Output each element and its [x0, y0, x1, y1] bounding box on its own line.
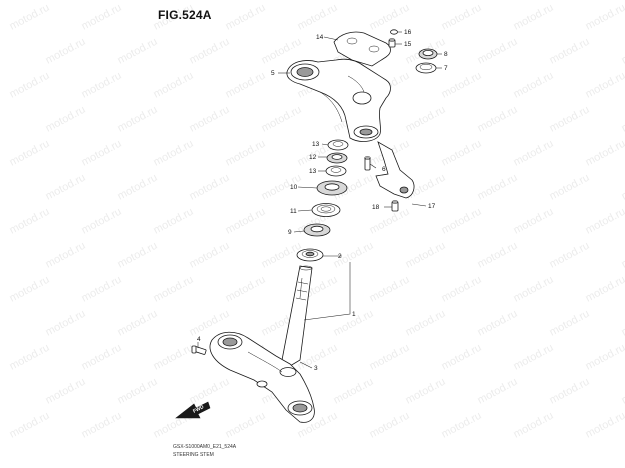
callout-8: 8: [444, 51, 448, 58]
callout-1: 1: [352, 311, 356, 318]
bolt-part-6[interactable]: [364, 156, 371, 171]
bolt-part-4[interactable]: [191, 345, 207, 355]
upper-bracket-part-14[interactable]: [333, 31, 391, 67]
steering-stem-part-1[interactable]: [281, 265, 313, 367]
nut-part-13-upper[interactable]: [327, 139, 349, 151]
bearing-part-2[interactable]: [296, 248, 324, 262]
bearing-part-11[interactable]: [311, 203, 341, 217]
figure-code: GSX-S1000AM0_E21_524A: [173, 444, 237, 450]
callout-5: 5: [271, 70, 275, 77]
callout-labels: 14 16 15 8 7 5 6 13 12 13 10 11 9 2 1 3 …: [197, 29, 448, 372]
callout-10: 10: [290, 184, 298, 191]
callout-4: 4: [197, 336, 201, 343]
callout-18: 18: [372, 204, 380, 211]
leader-lines: [197, 31, 442, 369]
nut-part-13-lower[interactable]: [325, 165, 347, 177]
dust-seal-part-10[interactable]: [316, 180, 348, 196]
cap-part-7[interactable]: [415, 62, 437, 74]
callout-2: 2: [338, 253, 342, 260]
callout-17: 17: [428, 203, 436, 210]
callout-6: 6: [382, 166, 386, 173]
figure-title: FIG.524A: [158, 8, 212, 22]
upper-triple-clamp-part-5[interactable]: [286, 58, 391, 142]
figure-name: STEERING STEM: [173, 452, 214, 458]
clamp-part-8[interactable]: [418, 48, 438, 60]
washer-part-12[interactable]: [326, 152, 348, 164]
callout-9: 9: [288, 229, 292, 236]
callout-7: 7: [444, 65, 448, 72]
callout-12: 12: [309, 154, 317, 161]
bolt-part-16[interactable]: [390, 29, 398, 35]
callout-11: 11: [290, 208, 297, 215]
callout-15: 15: [404, 41, 412, 48]
fwd-arrow-icon: FWD: [175, 401, 211, 419]
callout-13-upper: 13: [312, 141, 320, 148]
bolt-part-15[interactable]: [388, 38, 396, 48]
callout-16: 16: [404, 29, 412, 36]
callout-3: 3: [314, 365, 318, 372]
fwd-label: FWD: [192, 404, 205, 415]
lower-bracket[interactable]: [209, 331, 315, 423]
bearing-part-9[interactable]: [303, 223, 331, 237]
callout-13-lower: 13: [309, 168, 317, 175]
bolt-part-18[interactable]: [391, 200, 399, 212]
bracket-part-17[interactable]: [375, 141, 415, 199]
callout-14: 14: [316, 34, 324, 41]
